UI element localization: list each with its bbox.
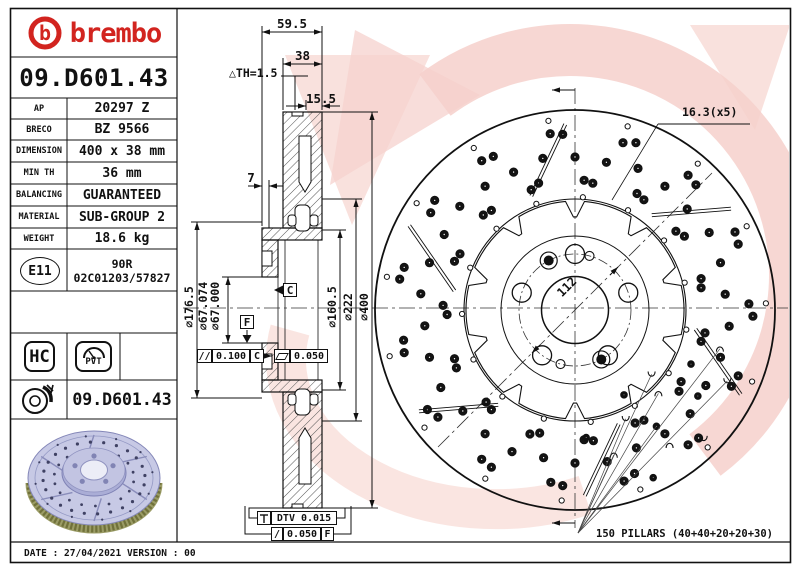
dim-bore-min: ⌀67.000 bbox=[208, 281, 222, 331]
spec-label: AP bbox=[33, 103, 45, 114]
slots bbox=[407, 123, 743, 497]
bolt-holes bbox=[511, 243, 639, 370]
pillar-leader-lines bbox=[577, 348, 728, 534]
dim-band-width: 38 bbox=[294, 48, 311, 63]
spec-value: GUARANTEED bbox=[82, 187, 162, 203]
spec-label: WEIGHT bbox=[23, 233, 55, 244]
disc-view bbox=[374, 87, 776, 534]
pillars-note: 150 PILLARS (40+40+20+20+30) bbox=[596, 528, 774, 540]
dtv-symbol-icon bbox=[257, 511, 271, 525]
e-mark-badge: E11 bbox=[20, 257, 60, 285]
pvt-label: PVT bbox=[85, 356, 102, 367]
hole-diameter-note: 16.3(x5) bbox=[682, 105, 738, 119]
runout-value: 0.050 bbox=[283, 527, 321, 541]
runout-symbol: / bbox=[271, 527, 283, 541]
pillar-glyphs bbox=[582, 346, 732, 482]
parallelism-symbol: // bbox=[197, 349, 212, 363]
pvt-badge: PVT bbox=[75, 341, 112, 372]
drill-holes bbox=[383, 117, 769, 504]
homologation-line1: 90R bbox=[111, 256, 133, 271]
footer-date-line: DATE : 27/04/2021 VERSION : 00 bbox=[24, 548, 196, 559]
bolt-circle bbox=[518, 253, 632, 367]
spec-value: 18.6 kg bbox=[94, 231, 150, 246]
runout-datum: F bbox=[321, 527, 334, 541]
dimension-lines bbox=[191, 26, 378, 535]
brand-logo: b brembo bbox=[11, 10, 177, 56]
hc-badge: HC bbox=[24, 341, 55, 372]
flatness-value: 0.050 bbox=[290, 349, 328, 363]
brand-watermark bbox=[266, 24, 789, 530]
dim-band-id: ⌀160.5 bbox=[325, 286, 339, 328]
part-number: 09.D601.43 bbox=[19, 63, 169, 92]
spec-label: DIMENSION bbox=[15, 146, 63, 156]
svg-text:b: b bbox=[39, 21, 51, 45]
dim-hat-od: ⌀176.5 bbox=[182, 286, 196, 328]
brand-name: brembo bbox=[69, 17, 163, 49]
dtv-tolerance: DTV 0.015 bbox=[257, 511, 337, 525]
flatness-tolerance: 0.050 bbox=[274, 349, 328, 363]
datum-c-flag: C bbox=[283, 283, 297, 297]
product-photo bbox=[12, 420, 176, 541]
spec-label: MATERIAL bbox=[18, 212, 60, 222]
section-view bbox=[261, 111, 323, 509]
wear-limit-note: △TH=1.5 bbox=[229, 66, 278, 80]
parallelism-datum: C bbox=[250, 349, 264, 363]
parallelism-tolerance: // 0.100 C bbox=[197, 349, 264, 363]
runout-tolerance: / 0.050 F bbox=[271, 527, 334, 541]
datum-f-flag: F bbox=[240, 315, 254, 329]
sheet-frame bbox=[9, 7, 792, 564]
drawing-ref: 09.D601.43 bbox=[72, 390, 172, 409]
brembo-roundel-icon: b bbox=[28, 16, 62, 50]
centerlines bbox=[183, 88, 788, 528]
spec-value: BZ 9566 bbox=[94, 122, 150, 137]
dtv-value: DTV 0.015 bbox=[271, 511, 337, 525]
spec-value: 400 x 38 mm bbox=[78, 143, 166, 159]
dim-outer: ⌀400 bbox=[357, 293, 371, 321]
disc-ref-icon bbox=[16, 383, 62, 416]
hub-scallop-ring bbox=[465, 200, 685, 420]
homologation-number: 90R 02C01203/57827 bbox=[67, 252, 177, 290]
spec-label: MIN TH bbox=[23, 168, 55, 178]
dim-overall-width: 59.5 bbox=[276, 16, 308, 31]
dim-hat-wall: 7 bbox=[247, 170, 255, 185]
flatness-symbol-icon bbox=[274, 349, 290, 363]
spec-label: BALANCING bbox=[15, 190, 63, 200]
spec-label: BRECO bbox=[26, 124, 52, 135]
parallelism-value: 0.100 bbox=[212, 349, 250, 363]
dim-hat-flange: ⌀222 bbox=[341, 293, 355, 321]
homologation-line2: 02C01203/57827 bbox=[73, 271, 171, 285]
spec-value: 36 mm bbox=[102, 165, 142, 181]
dim-offset: 15.5 bbox=[305, 91, 337, 106]
spec-value: SUB-GROUP 2 bbox=[78, 209, 166, 225]
pvt-gauge-icon bbox=[82, 346, 105, 359]
spec-value: 20297 Z bbox=[94, 101, 150, 116]
